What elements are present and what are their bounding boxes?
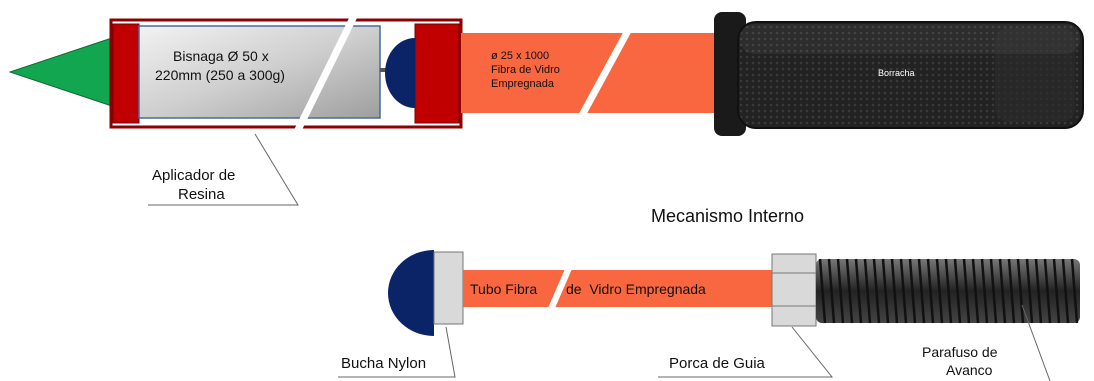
frame-right-block [414,23,460,124]
screw-thread [1070,258,1079,324]
frame-break-slash [292,12,360,134]
bushing-label: Bucha Nylon [341,355,427,372]
screw-thread [818,258,827,324]
screw-thread [899,258,908,324]
cartridge-stem [380,68,390,72]
screw-callout-line [1021,304,1051,381]
screw-thread [872,258,881,324]
screw-thread [1007,258,1016,324]
cartridge-label-line2: 220mm (250 a 300g) [155,67,285,83]
screw-thread [944,258,953,324]
screw-thread [1016,258,1025,324]
applicator-callout-line2: Resina [178,186,225,203]
mechanism-tube-label-part2: de Vidro Empregnada [566,281,706,297]
advance-screw [816,258,1080,324]
frame-left-cap [112,23,140,124]
tube-label-line1: ø 25 x 1000 [491,50,550,62]
screw-thread [917,258,926,324]
nozzle-cone [8,37,113,107]
mechanism-tube-label-part1: Tubo Fibra [470,281,538,297]
grip-label: Borracha [878,68,915,78]
screw-thread [854,258,863,324]
mechanism-title: Mecanismo Interno [651,206,805,226]
cartridge-label-line1: Bisnaga Ø 50 x [173,48,269,64]
screw-thread [863,258,872,324]
rubber-grip [714,12,1084,136]
bushing-callout-line [338,326,456,378]
screw-thread [881,258,890,324]
nylon-bushing-dome [388,250,434,336]
guide-nut-label: Porca de Guia [669,355,765,372]
bushing-collar [433,251,464,325]
tube-break-slash [576,27,634,119]
tube-label-line2: Fibra de Vidro [491,64,560,76]
screw-label-line2: Avanco [946,362,993,378]
guide-nut [771,253,817,327]
screw-thread [1052,258,1061,324]
plunger-dome [385,38,415,108]
screw-thread [908,258,917,324]
screw-thread [989,258,998,324]
screw-thread [1034,258,1043,324]
screw-label-line1: Parafuso de [922,344,998,360]
screw-thread [890,258,899,324]
screw-thread [980,258,989,324]
tube-label-line3: Empregnada [491,78,554,90]
screw-thread [998,258,1007,324]
screw-thread [827,258,836,324]
mechanism-tube-break [545,262,575,315]
screw-thread [935,258,944,324]
screw-thread [971,258,980,324]
screw-thread [1043,258,1052,324]
screw-thread [926,258,935,324]
applicator-callout-line1: Aplicador de [152,167,236,184]
screw-thread [845,258,854,324]
applicator-callout-line [148,133,299,206]
resin-cartridge [138,25,381,119]
mechanism-tube [463,270,772,307]
screw-thread [1061,258,1070,324]
screw-thread [836,258,845,324]
screw-thread [1025,258,1034,324]
screw-thread [962,258,971,324]
guide-nut-callout-line [658,326,834,378]
screw-thread [953,258,962,324]
